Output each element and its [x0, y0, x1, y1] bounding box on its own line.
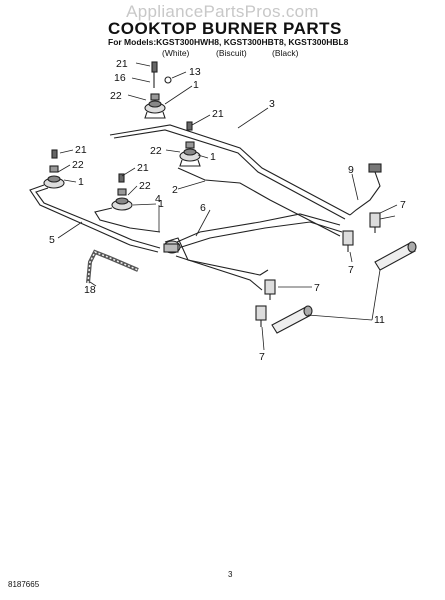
callout-21b: 21	[212, 108, 224, 120]
callout-21d: 21	[137, 162, 149, 174]
callout-21c: 21	[75, 144, 87, 156]
callout-22a: 22	[110, 90, 122, 102]
valve-stem-left	[271, 305, 313, 334]
gas-tube-5	[29, 184, 159, 253]
valve-stem-right	[374, 241, 417, 271]
callout-6: 6	[200, 202, 206, 214]
spark-switch-b	[342, 230, 354, 252]
burner-front-left	[43, 149, 65, 189]
spark-switch-c	[264, 279, 276, 300]
callout-7c: 7	[314, 282, 320, 294]
callout-3: 3	[269, 98, 275, 110]
callout-7a: 7	[400, 199, 406, 211]
spark-switch-d	[255, 305, 267, 327]
callout-22c: 22	[72, 159, 84, 171]
gas-tube-6	[169, 213, 341, 246]
callout-9: 9	[348, 164, 354, 176]
gas-tube-3	[109, 124, 351, 216]
callout-1b: 1	[210, 151, 216, 163]
gas-tube-2	[177, 167, 341, 237]
variant-white: (White)	[162, 48, 190, 58]
variant-black: (Black)	[272, 48, 299, 58]
callout-7b: 7	[348, 264, 354, 276]
burner-rear-right	[179, 121, 201, 167]
gas-tube-3-inner	[113, 129, 346, 220]
flex-connector	[86, 249, 139, 284]
callout-13: 13	[189, 66, 201, 78]
callout-1a: 1	[193, 79, 199, 91]
callout-22d: 22	[139, 180, 151, 192]
spark-harness	[349, 171, 381, 216]
burner-front-right	[111, 173, 133, 211]
page-title: COOKTOP BURNER PARTS	[108, 19, 342, 38]
gas-tube-6-inner	[171, 221, 343, 251]
callout-7d: 7	[259, 351, 265, 363]
variant-biscuit: (Biscuit)	[216, 48, 247, 58]
doc-number: 8187665	[8, 580, 40, 589]
callout-11: 11	[374, 314, 385, 326]
callout-1c: 1	[78, 176, 84, 188]
spark-switch-a	[369, 212, 381, 233]
watermark: AppliancePartsPros.com	[126, 2, 319, 21]
gas-tube-5-inner	[35, 187, 161, 249]
page-number: 3	[228, 570, 233, 579]
callout-2: 2	[172, 184, 178, 196]
pressure-regulator	[163, 240, 181, 254]
callout-18: 18	[84, 284, 96, 296]
callout-5: 5	[49, 234, 55, 246]
models-line: For Models:KGST300HWH8, KGST300HBT8, KGS…	[108, 37, 349, 47]
callout-21a: 21	[116, 58, 128, 70]
callout-4: 4	[155, 193, 161, 205]
burner-rear-left	[144, 93, 166, 119]
callout-22b: 22	[150, 145, 162, 157]
callout-16: 16	[114, 72, 126, 84]
callout-1d: 1	[158, 198, 164, 210]
gas-tube-4	[94, 207, 161, 233]
burner-rear-left-screw	[151, 61, 172, 88]
